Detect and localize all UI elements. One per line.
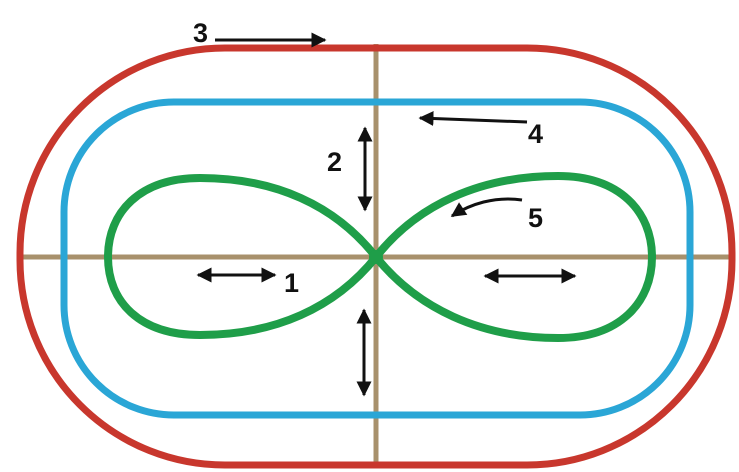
label-1: 1 xyxy=(284,268,299,298)
arrow-5-curved xyxy=(450,197,523,218)
middle-track xyxy=(60,98,694,419)
figure-eight-crossing xyxy=(369,250,383,264)
label-2: 2 xyxy=(327,147,342,177)
label-5: 5 xyxy=(528,203,543,233)
arrow-4-left xyxy=(418,111,528,126)
label-3: 3 xyxy=(193,18,208,48)
label-4: 4 xyxy=(528,119,543,149)
outer-track xyxy=(16,44,736,469)
